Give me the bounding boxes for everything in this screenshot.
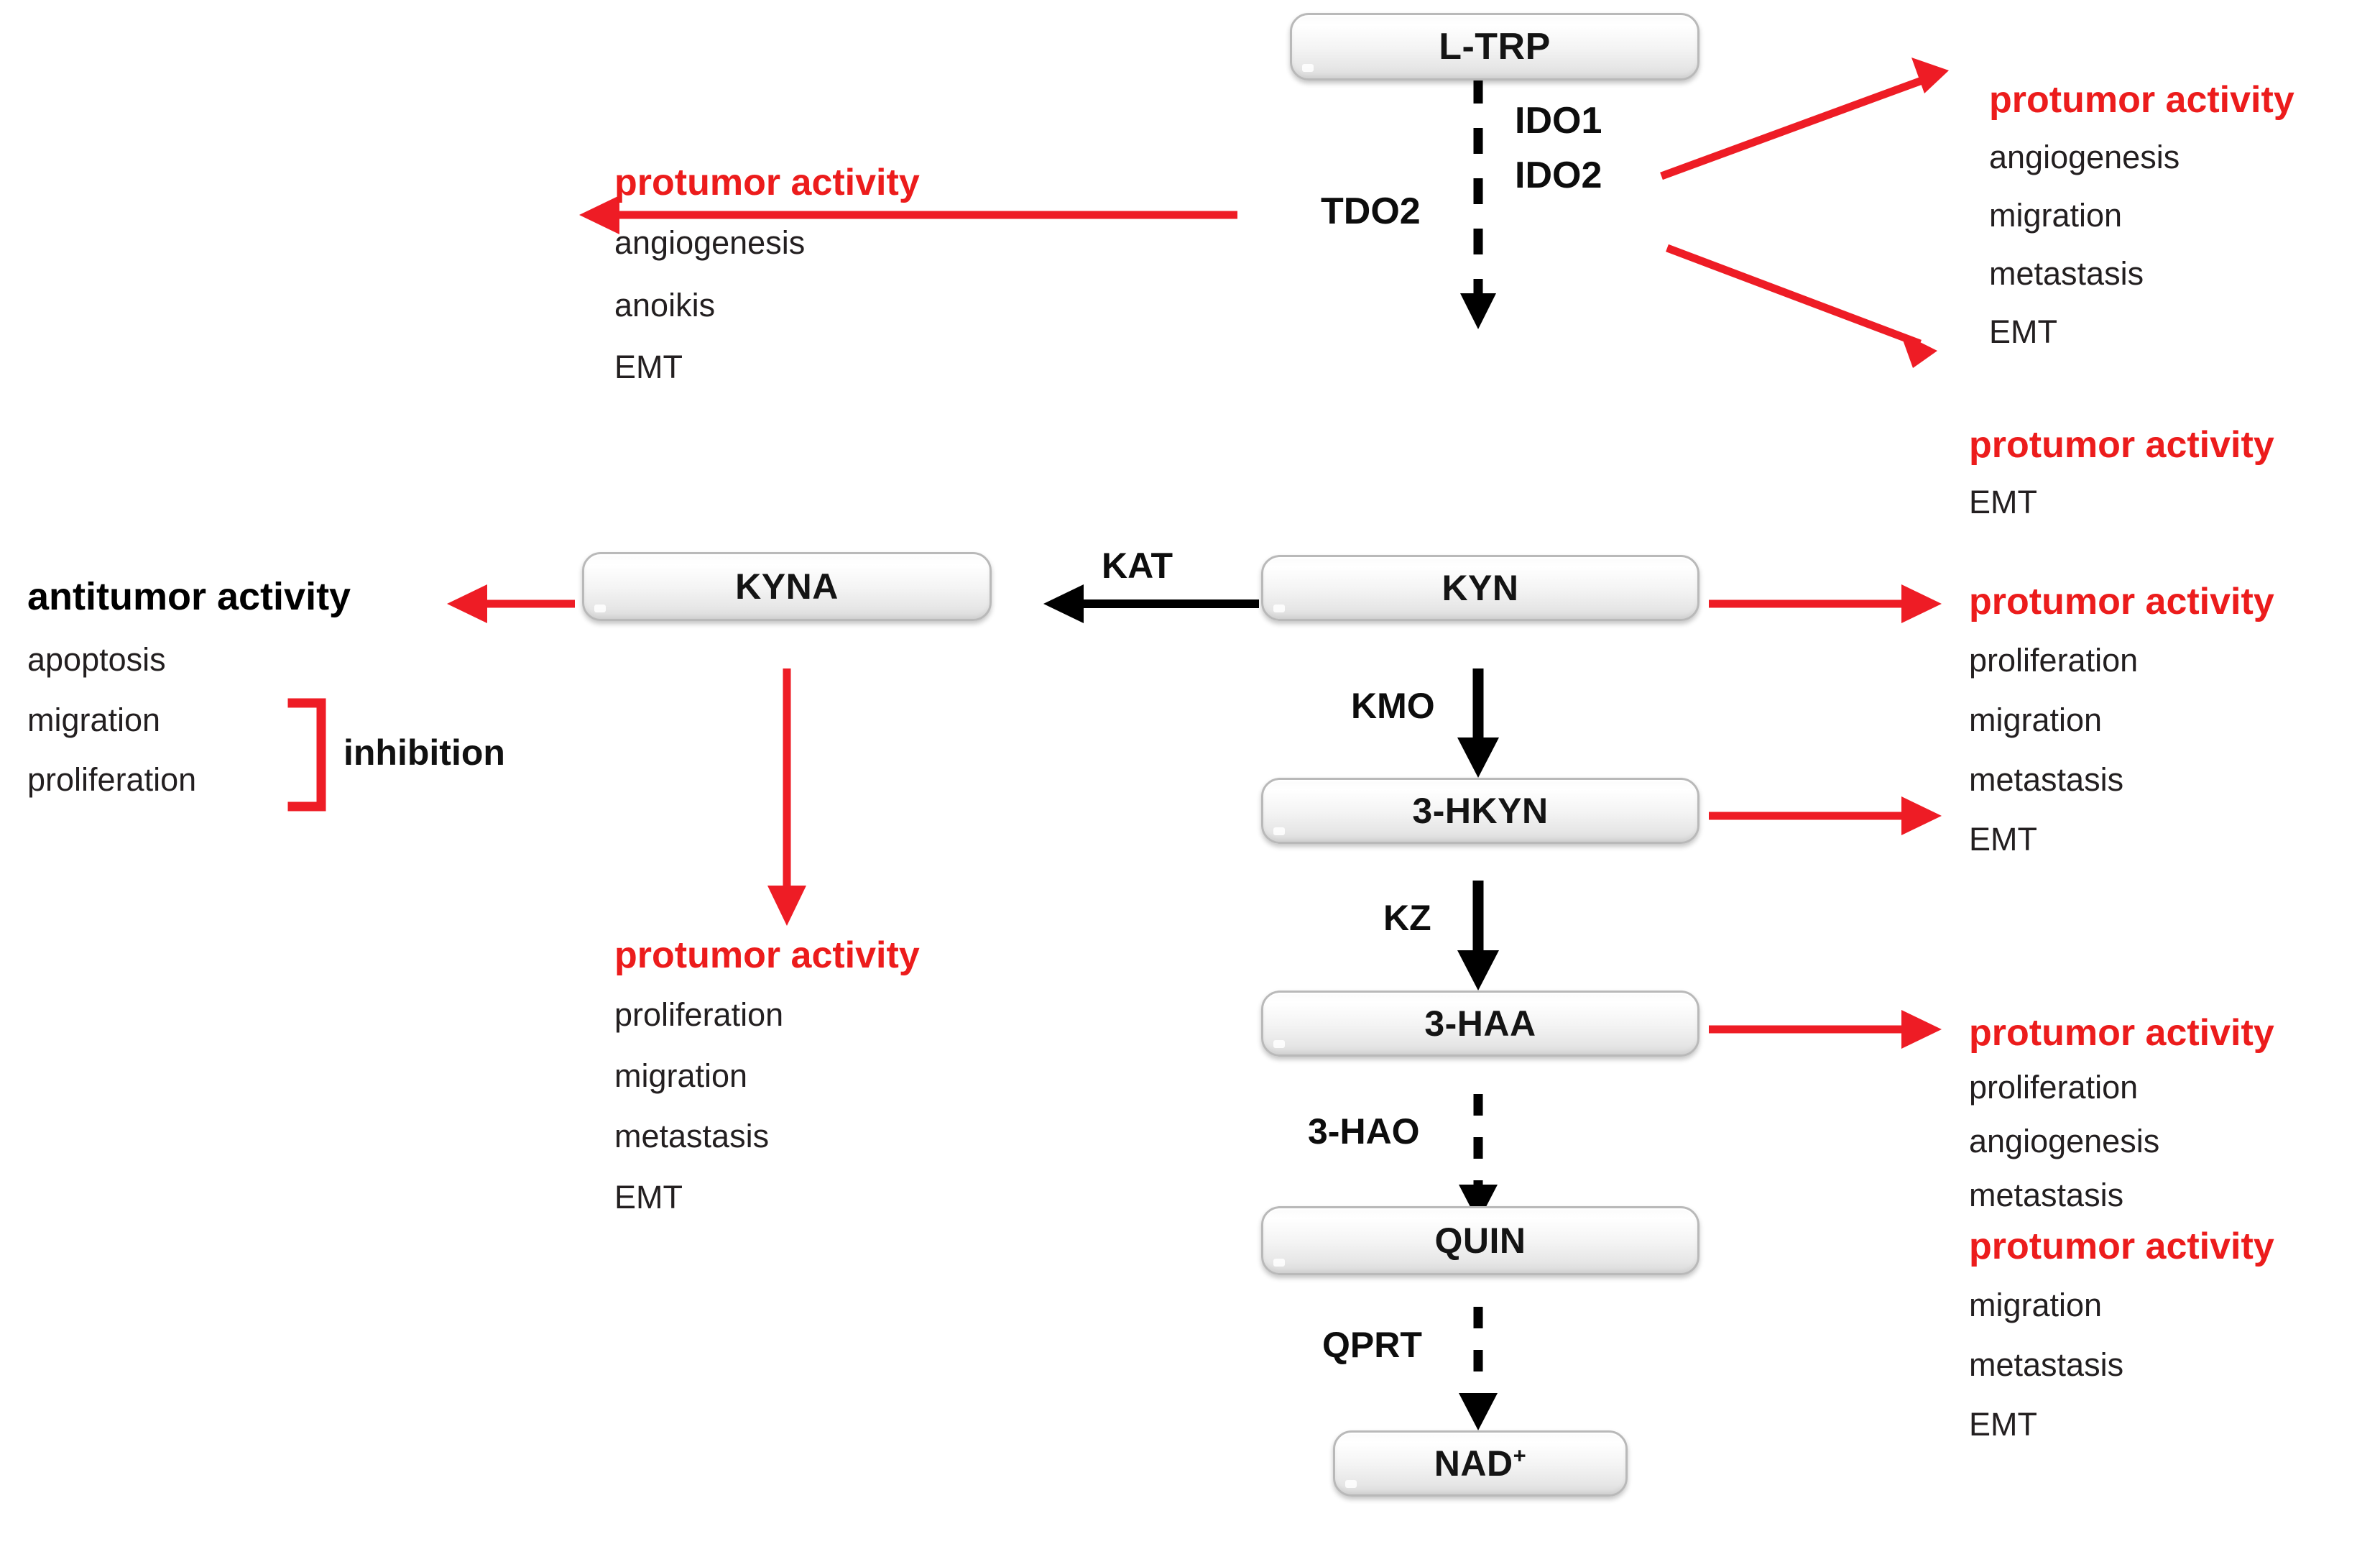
activity-item: metastasis [614,1118,770,1155]
activity-item: proliferation [27,760,197,798]
activity-block-quin-protumor: protumor activity migration metastasis E… [1969,1226,2274,1455]
activity-item: migration [27,701,161,738]
arrow-ido2-to-protumor [1666,244,1937,368]
arrow-haa-to-protumor [1709,796,1942,835]
arrow-kyn-to-kyna [1043,584,1259,623]
inhibition-bracket [287,698,326,812]
node-kyn[interactable]: KYN [1261,555,1699,621]
enzyme-label-ido2[interactable]: IDO2 [1515,155,1602,196]
activity-item: metastasis [1989,255,2144,293]
activity-heading: protumor activity [1989,79,2294,121]
arrow-haa-to-quin [1459,1094,1498,1222]
enzyme-label-kmo[interactable]: KMO [1351,686,1435,726]
activity-item: proliferation [1969,1069,2139,1106]
activity-item: anoikis [614,286,716,323]
node-quin[interactable]: QUIN [1261,1206,1699,1275]
node-label-3-haa: 3-HAA [1424,1003,1536,1044]
activity-block-tdo2-protumor: protumor activity angiogenesis anoikis E… [614,162,920,398]
activity-item: proliferation [1969,642,2139,679]
enzyme-label-qprt[interactable]: QPRT [1322,1325,1422,1365]
activity-heading: protumor activity [614,162,920,203]
activity-item: migration [1969,1287,2103,1324]
node-label-nad: NAD+ [1434,1443,1526,1484]
arrow-quin-to-nad [1459,1307,1498,1430]
activity-block-ido1-protumor: protumor activity angiogenesis migration… [1989,79,2294,361]
node-label-nad-base: NAD [1434,1443,1513,1484]
activity-item: angiogenesis [1969,1122,2160,1159]
activity-heading: antitumor activity [27,575,351,618]
activity-block-kyna-antitumor: antitumor activity apoptosis migration p… [27,575,351,809]
node-label-l-trp: L-TRP [1439,26,1551,68]
arrow-tdo2-to-protumor [579,196,1237,234]
node-label-kyna: KYNA [735,566,839,607]
activity-item: proliferation [614,996,784,1034]
arrow-ltrp-to-kyn [1460,78,1496,329]
node-3-hkyn[interactable]: 3-HKYN [1261,778,1699,844]
activity-item: metastasis [1969,1176,2124,1213]
enzyme-label-3-hao[interactable]: 3-HAO [1308,1111,1420,1152]
arrow-kyna-to-protumor [767,668,806,926]
node-label-quin: QUIN [1434,1221,1526,1261]
activity-item: apoptosis [27,641,166,679]
inhibition-label: inhibition [343,732,505,773]
activity-heading: protumor activity [614,934,920,976]
activity-block-kyn-protumor: protumor activity proliferation migratio… [1969,581,2274,869]
activity-heading: protumor activity [1969,581,2274,622]
activity-item: EMT [1969,1405,2037,1443]
activity-item: migration [1969,702,2103,739]
enzyme-label-kz[interactable]: KZ [1383,898,1431,938]
activity-heading: protumor activity [1969,1012,2274,1054]
arrow-ido1-to-protumor [1660,58,1949,180]
node-label-kyn: KYN [1442,568,1519,608]
arrow-kyn-to-hkyn [1457,668,1499,778]
activity-block-3-haa-protumor: protumor activity proliferation angiogen… [1969,1012,2274,1222]
node-kyna[interactable]: KYNA [582,552,992,621]
activity-item: migration [614,1057,748,1094]
node-3-haa[interactable]: 3-HAA [1261,991,1699,1057]
activity-item: EMT [614,1179,683,1216]
activity-item: angiogenesis [614,224,806,262]
activity-block-kyna-protumor: protumor activity proliferation migratio… [614,934,920,1228]
node-l-trp[interactable]: L-TRP [1290,13,1699,81]
activity-item: EMT [1969,820,2037,858]
activity-item: migration [1989,197,2123,234]
node-label-nad-superscript: + [1513,1443,1527,1469]
arrow-hkyn-to-haa [1457,881,1499,991]
enzyme-label-kat[interactable]: KAT [1102,546,1173,586]
activity-block-ido2-protumor: protumor activity EMT [1969,424,2274,531]
activity-heading: protumor activity [1969,1226,2274,1267]
arrow-kyn-to-protumor [1709,584,1942,623]
activity-item: angiogenesis [1989,139,2180,176]
node-label-3-hkyn: 3-HKYN [1412,791,1549,831]
enzyme-label-tdo2[interactable]: TDO2 [1321,190,1421,232]
activity-item: metastasis [1969,760,2124,798]
arrow-quin-to-protumor [1709,1010,1942,1049]
enzyme-label-ido1[interactable]: IDO1 [1515,100,1602,142]
activity-item: metastasis [1969,1346,2124,1384]
activity-item: EMT [614,349,683,386]
activity-item: EMT [1989,313,2057,351]
activity-heading: protumor activity [1969,424,2274,466]
activity-item: EMT [1969,484,2037,521]
arrow-kyna-to-antitumor [447,584,575,623]
node-nad-plus[interactable]: NAD+ [1333,1430,1628,1497]
